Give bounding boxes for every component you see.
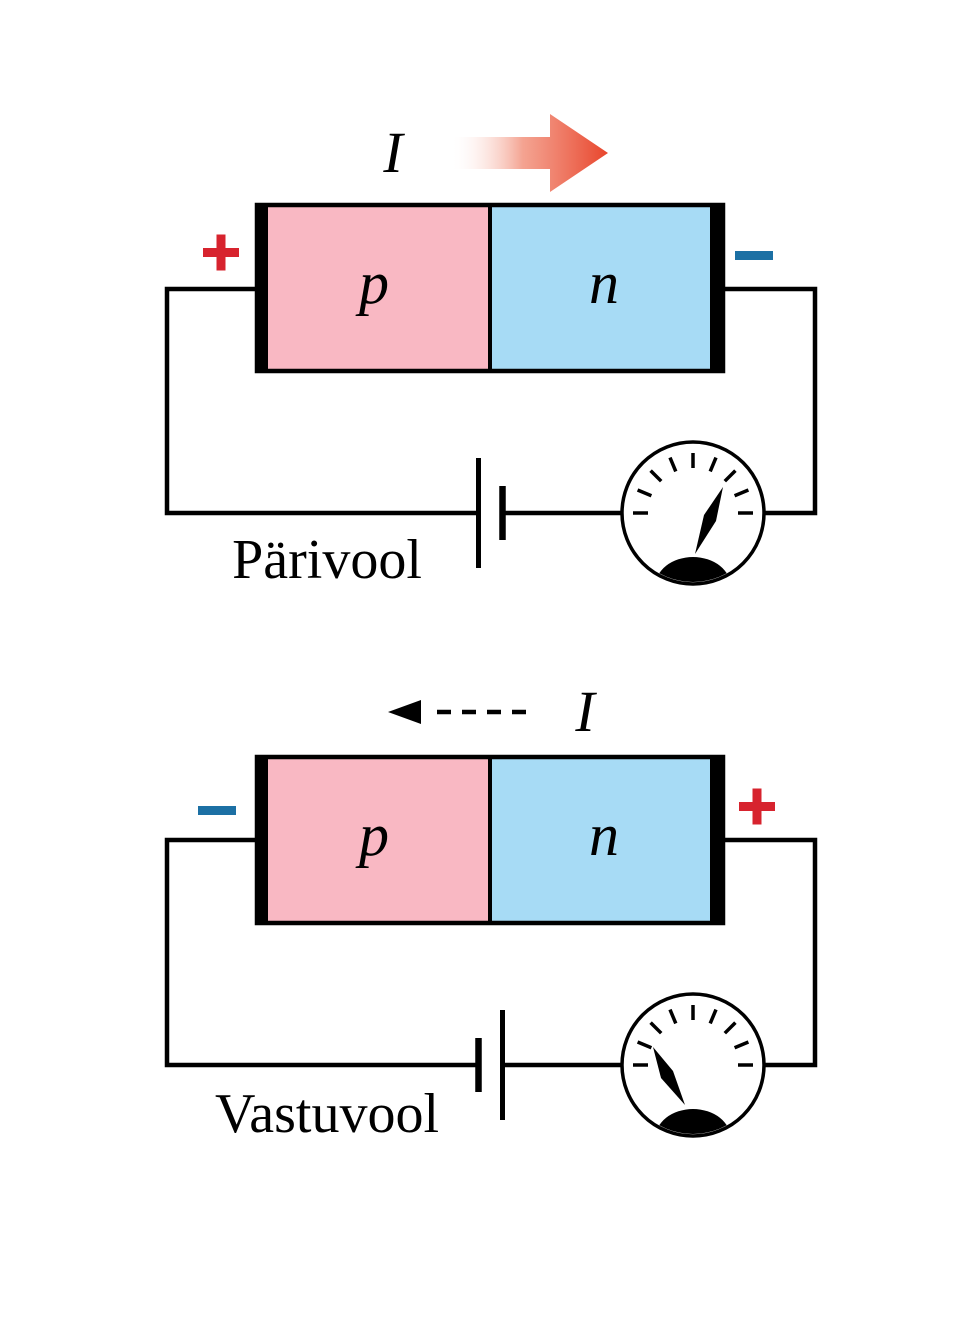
ammeter-icon bbox=[620, 992, 766, 1138]
dashed-current-arrow-left-icon bbox=[388, 700, 527, 724]
minus-icon bbox=[198, 806, 236, 815]
p-region-label: p bbox=[355, 250, 389, 316]
meter-hub bbox=[655, 557, 731, 582]
wire-left-loop bbox=[164, 837, 477, 1068]
p-region-label: p bbox=[355, 802, 389, 868]
meter-needle-right-icon bbox=[695, 487, 723, 554]
p-region bbox=[259, 759, 490, 921]
n-region-label: n bbox=[589, 802, 619, 868]
wire-right-loop bbox=[723, 837, 818, 1068]
wire-left-loop bbox=[164, 286, 477, 516]
left-electrode-bar bbox=[255, 203, 268, 373]
right-electrode-bar bbox=[710, 755, 723, 925]
right-electrode-bar bbox=[710, 203, 723, 373]
minus-icon bbox=[735, 251, 773, 260]
meter-hub bbox=[655, 1109, 731, 1134]
reverse-bias-circuit: p n I Vastuvool bbox=[164, 679, 818, 1145]
current-symbol: I bbox=[574, 679, 597, 744]
circuit-caption-forward: Pärivool bbox=[232, 529, 422, 591]
p-region bbox=[259, 207, 490, 371]
forward-bias-circuit: p n I Pärivool bbox=[164, 114, 818, 591]
diode-pn-body-top: p n bbox=[254, 202, 726, 374]
ammeter-icon bbox=[620, 440, 766, 586]
current-symbol: I bbox=[382, 120, 405, 185]
circuit-caption-reverse: Vastuvool bbox=[215, 1083, 439, 1145]
left-electrode-bar bbox=[255, 755, 268, 925]
battery-icon bbox=[475, 1010, 505, 1120]
plus-icon bbox=[739, 788, 775, 825]
n-region bbox=[490, 207, 721, 371]
n-region bbox=[490, 759, 721, 921]
meter-ticks bbox=[633, 1005, 753, 1067]
meter-ticks bbox=[633, 453, 753, 515]
n-region-label: n bbox=[589, 250, 619, 316]
current-arrow-right-icon bbox=[453, 114, 608, 192]
wire-right-loop bbox=[723, 286, 818, 516]
meter-needle-left-icon bbox=[653, 1047, 685, 1105]
plus-icon bbox=[203, 234, 239, 271]
battery-icon bbox=[476, 458, 506, 568]
diode-pn-body-bottom: p n bbox=[254, 754, 726, 926]
